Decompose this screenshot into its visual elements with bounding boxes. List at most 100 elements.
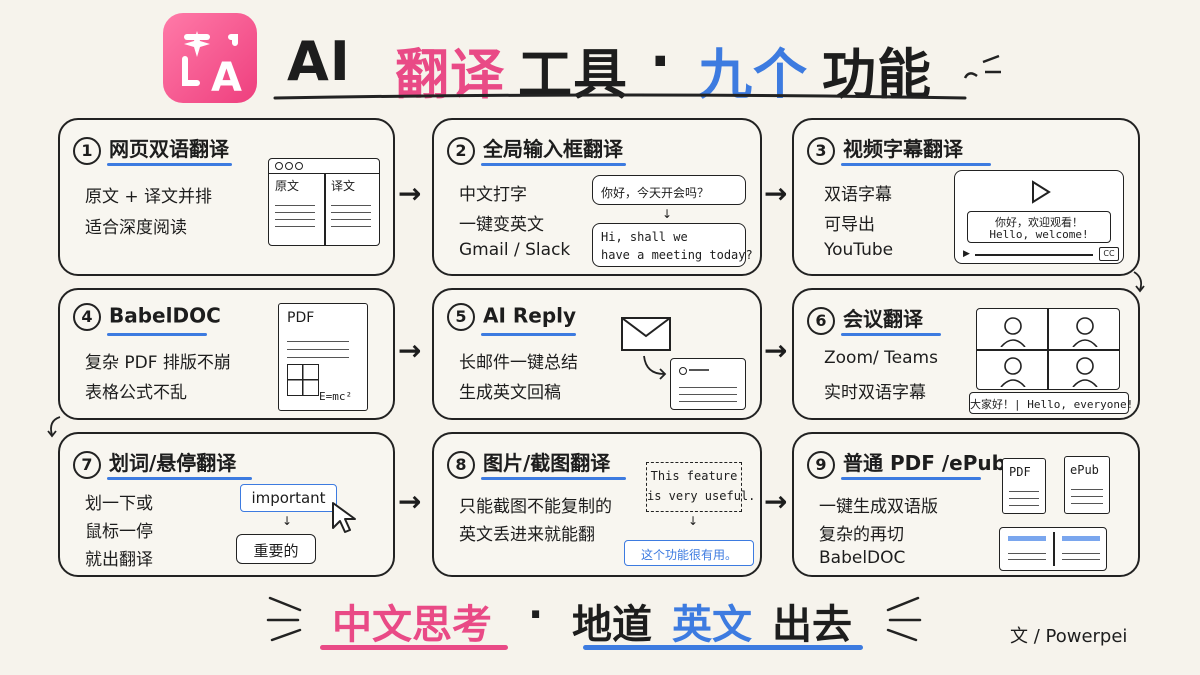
card-line: 适合深度阅读: [85, 218, 187, 238]
selected-word-box: important: [240, 484, 337, 512]
down-arrow-icon: ↓: [688, 514, 699, 528]
subtitle-box: 你好，欢迎观看！ Hello, welcome!: [967, 211, 1111, 243]
emphasis-strokes-right: [886, 596, 922, 642]
footer-dot: ·: [528, 592, 544, 638]
title-underline: [481, 163, 626, 166]
card-title: 划词/悬停翻译: [109, 451, 237, 475]
title-underline: [481, 333, 576, 336]
footer-right-part-3: 出去: [772, 602, 852, 648]
down-arrow-icon: ↓: [282, 514, 293, 528]
play-icon: [1032, 180, 1051, 204]
participant-avatar-icon: [1072, 357, 1098, 387]
card-line: Gmail / Slack: [459, 240, 571, 260]
author-credit: 文 / Powerpei: [1010, 626, 1128, 647]
meeting-grid-illustration: [976, 308, 1120, 390]
flow-arrow-icon: →: [764, 334, 788, 367]
card-line: 实时双语字幕: [824, 383, 926, 403]
card-number: 7: [73, 450, 101, 479]
title-ai: AI: [287, 30, 351, 93]
card-title: 图片/截图翻译: [483, 451, 611, 475]
card-title: AI Reply: [483, 303, 577, 328]
card-line: 可导出: [824, 215, 875, 235]
footer-right-underline: [583, 645, 863, 650]
card-title: 视频字幕翻译: [843, 137, 963, 161]
card-line: 复杂 PDF 排版不崩: [85, 353, 231, 373]
title-dot: ·: [650, 30, 672, 93]
card-number: 9: [807, 450, 835, 479]
card-line: 就出翻译: [85, 550, 153, 570]
card-line: 生成英文回稿: [459, 383, 561, 403]
formula-text: E=mc²: [319, 390, 353, 403]
flow-arrow-icon: →: [398, 334, 422, 367]
flow-arrow-icon: →: [764, 485, 788, 518]
title-underline: [841, 477, 981, 480]
card-line: 中文打字: [459, 185, 527, 205]
footer-left-underline: [320, 645, 508, 650]
feature-card-5: 5 AI Reply 长邮件一键总结 生成英文回稿: [432, 288, 762, 420]
card-number: 8: [447, 450, 475, 479]
feature-card-6: 6 会议翻译 Zoom/ Teams 实时双语字幕 大家好！| Hello, ev…: [792, 288, 1140, 420]
meeting-caption-box: 大家好！| Hello, everyone!: [969, 392, 1133, 414]
card-line: 鼠标一停: [85, 522, 153, 542]
pdf-document-illustration: PDF E=mc²: [278, 303, 368, 411]
original-column-label: 原文: [275, 179, 300, 193]
title-underline: [107, 163, 232, 166]
progress-bar: [975, 254, 1093, 256]
card-title: 全局输入框翻译: [483, 137, 623, 161]
bilingual-output-illustration: [999, 527, 1107, 571]
footer-right-part-2: 英文: [672, 602, 752, 648]
envelope-icon: [621, 317, 671, 351]
translation-result-box: 这个功能很有用。: [624, 540, 754, 566]
title-underline: [273, 93, 967, 100]
app-logo: A: [163, 13, 257, 103]
flow-arrow-icon: →: [398, 177, 422, 210]
feature-card-7: 7 划词/悬停翻译 划一下或 鼠标一停 就出翻译 important ↓ 重要的: [58, 432, 395, 577]
card-number: 4: [73, 303, 101, 331]
card-line: Zoom/ Teams: [824, 348, 938, 368]
flow-arrow-icon: →: [398, 485, 422, 518]
card-line: 一键变英文: [459, 215, 544, 235]
card-line: 只能截图不能复制的: [459, 497, 612, 517]
sparkle-icon: [963, 54, 1001, 79]
card-title: BabelDOC: [109, 303, 221, 328]
card-line: 表格公式不乱: [85, 383, 187, 403]
card-title: 网页双语翻译: [109, 137, 229, 161]
translate-logo-icon: A: [182, 31, 242, 101]
translation-popup: 重要的: [236, 534, 316, 564]
play-small-icon: ▶: [963, 249, 970, 259]
card-number: 5: [447, 303, 475, 331]
pdf-file-icon: PDF: [1002, 458, 1046, 514]
feature-card-4: 4 BabelDOC 复杂 PDF 排版不崩 表格公式不乱 PDF E=mc²: [58, 288, 395, 420]
curved-arrow-icon: [643, 355, 667, 380]
wrap-arrow-icon: [47, 416, 61, 438]
card-line: 划一下或: [85, 494, 153, 514]
card-line: BabelDOC: [819, 548, 906, 568]
english-output-box: Hi, shall we have a meeting today?: [592, 223, 753, 267]
card-line: 英文丢进来就能翻: [459, 525, 595, 545]
epub-file-icon: ePub: [1064, 456, 1110, 514]
card-number: 1: [73, 136, 101, 165]
wrap-arrow-icon: [1133, 271, 1145, 293]
flow-arrow-icon: →: [764, 177, 788, 210]
card-line: 双语字幕: [824, 185, 892, 205]
card-line: 长邮件一键总结: [459, 353, 578, 373]
reply-draft-illustration: [670, 358, 746, 410]
card-number: 6: [807, 306, 835, 335]
title-underline: [107, 477, 252, 480]
title-underline: [481, 477, 626, 480]
participant-avatar-icon: [1000, 357, 1026, 387]
down-arrow-icon: ↓: [662, 207, 673, 221]
translated-column-label: 译文: [331, 179, 356, 193]
participant-avatar-icon: [1000, 317, 1026, 347]
logo-letter: A: [211, 55, 242, 101]
screenshot-selection-box: This feature is very useful.: [646, 462, 755, 512]
feature-card-8: 8 图片/截图翻译 只能截图不能复制的 英文丢进来就能翻 This feature…: [432, 432, 762, 577]
card-number: 3: [807, 136, 835, 165]
table-icon: [287, 364, 319, 396]
title-underline: [841, 163, 991, 166]
card-title: 会议翻译: [843, 307, 923, 331]
